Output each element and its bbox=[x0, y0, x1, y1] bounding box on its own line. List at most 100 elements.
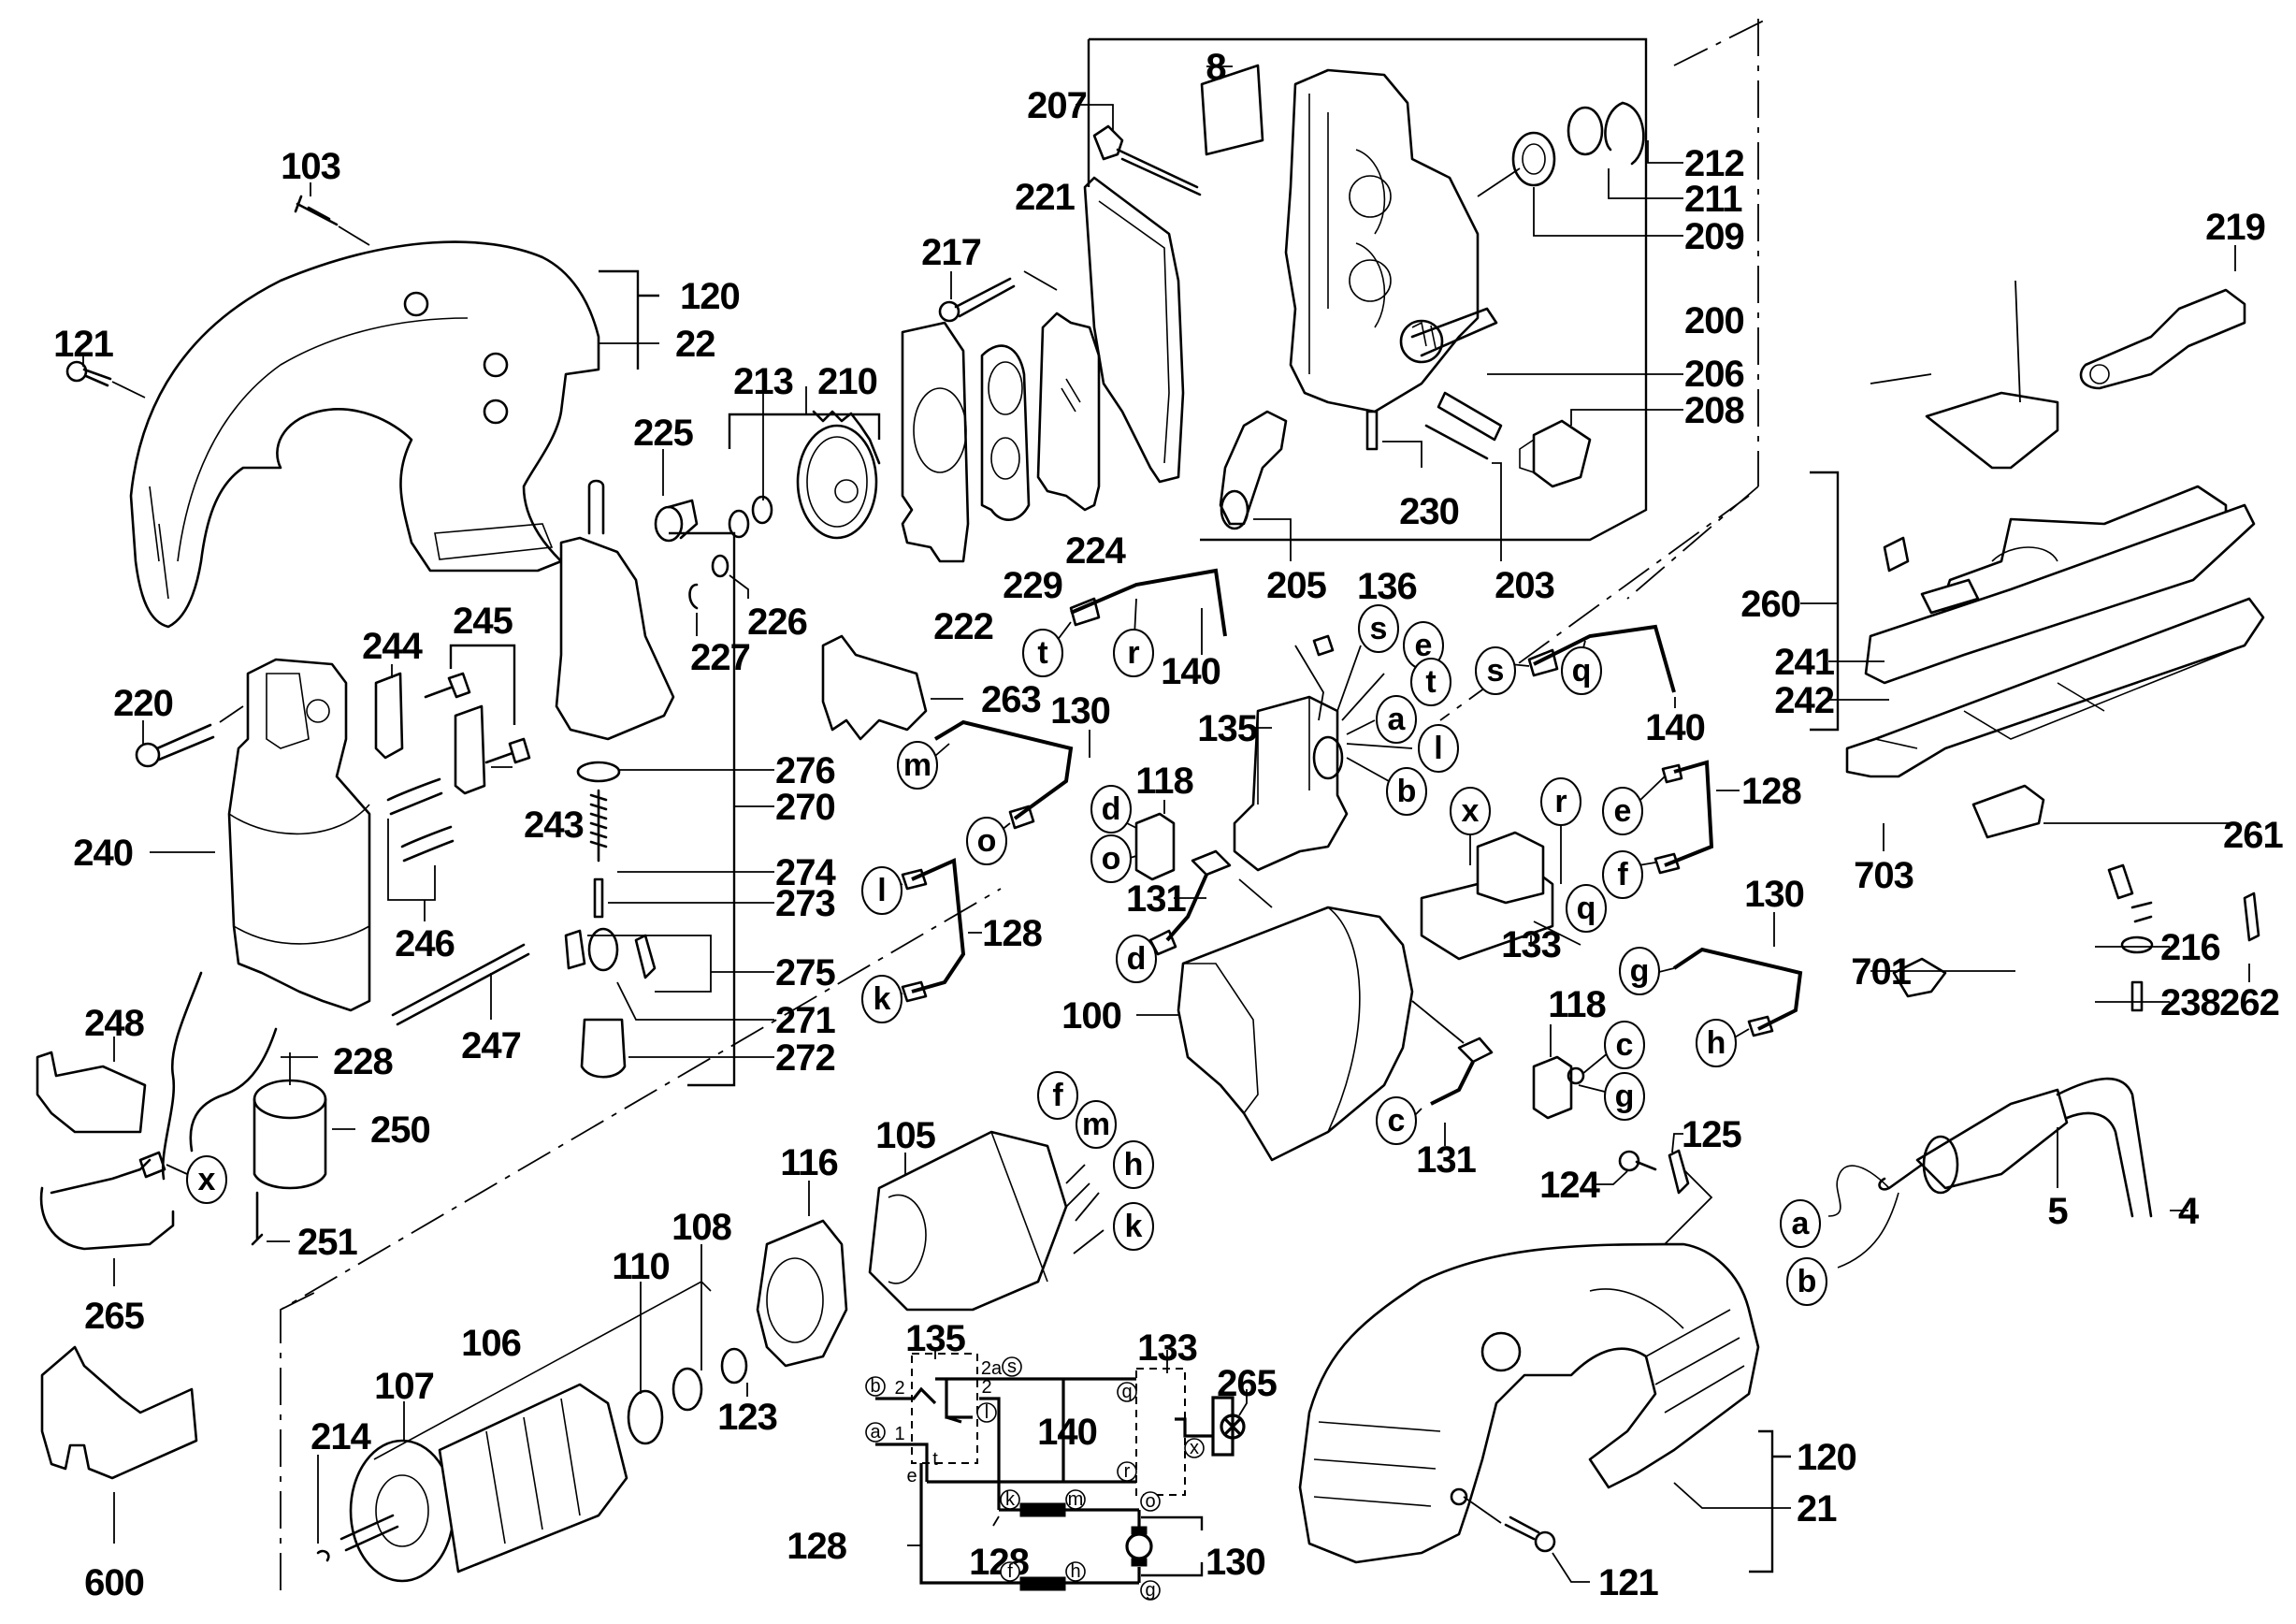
terminal-letter: g bbox=[1145, 1580, 1155, 1601]
callout-part-105: 105 bbox=[875, 1115, 935, 1156]
terminal-circle bbox=[1000, 1561, 1020, 1582]
callout-part-212: 212 bbox=[1684, 143, 1744, 184]
connector-callout-k: k bbox=[861, 975, 903, 1023]
callout-part-205: 205 bbox=[1266, 565, 1326, 606]
terminal-circle bbox=[1117, 1382, 1137, 1402]
connector-callout-t: t bbox=[1022, 629, 1063, 677]
callout-part-244: 244 bbox=[362, 626, 423, 667]
schematic-pin-label: e bbox=[906, 1466, 917, 1486]
connector-circle bbox=[1022, 629, 1063, 677]
callout-part-219: 219 bbox=[2205, 207, 2265, 248]
terminal-circle bbox=[1000, 1489, 1020, 1510]
connector-callout-b: b bbox=[1386, 767, 1427, 816]
connector-callout-x: x bbox=[1450, 787, 1491, 835]
connector-circle bbox=[861, 866, 903, 915]
callout-part-121: 121 bbox=[1598, 1562, 1658, 1603]
callout-part-103: 103 bbox=[281, 146, 340, 187]
callout-part-106: 106 bbox=[461, 1323, 521, 1364]
callout-part-227: 227 bbox=[690, 637, 750, 678]
callout-part-229: 229 bbox=[1003, 565, 1062, 606]
callout-part-120: 120 bbox=[1797, 1437, 1856, 1478]
connector-letter: s bbox=[1370, 611, 1388, 646]
schematic-label-130: 130 bbox=[1206, 1542, 1265, 1583]
callout-part-273: 273 bbox=[775, 883, 835, 924]
connector-callout-d: d bbox=[1090, 785, 1132, 834]
terminal-letter: b bbox=[870, 1376, 880, 1397]
callout-part-250: 250 bbox=[370, 1109, 430, 1151]
connector-circle bbox=[1780, 1199, 1821, 1248]
callout-part-272: 272 bbox=[775, 1037, 835, 1079]
connector-callout-o: o bbox=[1090, 834, 1132, 883]
callout-part-271: 271 bbox=[775, 1000, 835, 1041]
callout-part-136: 136 bbox=[1357, 566, 1417, 607]
screw-121-top-illustration bbox=[65, 355, 146, 399]
schematic-pin-label: 2a bbox=[981, 1358, 1003, 1379]
connector-letter: e bbox=[1415, 628, 1433, 663]
schematic-terminal-m: m bbox=[1065, 1489, 1086, 1510]
lever-219-illustration bbox=[2079, 245, 2246, 390]
gasket-221-illustration bbox=[1083, 176, 1185, 484]
pins-206-208-illustration bbox=[1365, 373, 1683, 561]
connector-circle bbox=[1113, 1202, 1154, 1251]
callout-part-206: 206 bbox=[1684, 354, 1744, 395]
connector-callout-a: a bbox=[1376, 695, 1417, 744]
connector-letter: o bbox=[1102, 841, 1121, 877]
terminal-letter: x bbox=[1190, 1438, 1199, 1458]
callout-part-213: 213 bbox=[733, 361, 793, 402]
connector-letter: e bbox=[1614, 793, 1632, 829]
connector-letter: x bbox=[1462, 793, 1480, 829]
connector-circle bbox=[1450, 787, 1491, 835]
callout-part-100: 100 bbox=[1061, 995, 1121, 1037]
callout-part-200: 200 bbox=[1684, 300, 1744, 341]
parts-248-228-illustration bbox=[36, 971, 318, 1181]
connector-circle bbox=[1602, 850, 1643, 899]
connector-circle bbox=[1113, 1140, 1154, 1189]
connector-letter: t bbox=[1425, 664, 1436, 700]
connector-letter: h bbox=[1124, 1147, 1144, 1182]
callout-part-128: 128 bbox=[1741, 771, 1801, 812]
callout-part-262: 262 bbox=[2219, 982, 2279, 1023]
schematic-terminal-b: b bbox=[865, 1376, 886, 1397]
baffle-116-illustration bbox=[756, 1181, 848, 1368]
armature-107-illustration bbox=[316, 1244, 748, 1583]
connector-circle bbox=[1619, 947, 1660, 995]
connector-callout-q: q bbox=[1566, 884, 1607, 933]
switch-135-illustration bbox=[1233, 634, 1413, 872]
schematic-label-140: 140 bbox=[1037, 1412, 1097, 1453]
schematic-terminal-g: g bbox=[1140, 1580, 1161, 1601]
connector-letter: g bbox=[1630, 953, 1650, 989]
schematic-pin-label: 2 bbox=[981, 1377, 991, 1398]
callout-part-211: 211 bbox=[1684, 179, 1742, 220]
terminal-circle bbox=[1065, 1489, 1086, 1510]
callout-part-240: 240 bbox=[73, 833, 133, 874]
connector-callout-e: e bbox=[1602, 787, 1643, 835]
connector-callout-q: q bbox=[1561, 646, 1602, 695]
callout-part-4: 4 bbox=[2178, 1191, 2200, 1232]
connector-circle bbox=[1786, 1257, 1827, 1306]
connector-circle bbox=[1561, 646, 1602, 695]
connector-circle bbox=[1358, 604, 1399, 653]
connector-letter: s bbox=[1487, 653, 1505, 689]
wire-130-right-illustration bbox=[1654, 912, 1803, 1039]
callout-part-600: 600 bbox=[84, 1562, 144, 1603]
connector-letter: t bbox=[1037, 635, 1047, 671]
connector-callout-s: s bbox=[1475, 646, 1516, 695]
callout-part-247: 247 bbox=[461, 1025, 521, 1066]
callout-part-214: 214 bbox=[310, 1416, 371, 1457]
callout-part-135: 135 bbox=[1197, 708, 1257, 749]
connector-letter: a bbox=[1388, 702, 1407, 737]
connector-letter: a bbox=[1792, 1206, 1811, 1241]
callout-part-276: 276 bbox=[775, 750, 835, 791]
connector-callout-x: x bbox=[186, 1155, 227, 1204]
connector-letter: o bbox=[977, 823, 997, 859]
callout-part-224: 224 bbox=[1065, 530, 1126, 572]
callout-part-226: 226 bbox=[747, 602, 807, 643]
armature-axis-line bbox=[280, 888, 1002, 1590]
connector-letter: r bbox=[1127, 635, 1139, 671]
screw-124-clamp-125-illustration bbox=[1595, 1133, 1713, 1245]
connector-letter: h bbox=[1707, 1025, 1726, 1061]
callout-part-131: 131 bbox=[1126, 878, 1186, 920]
callout-part-265: 265 bbox=[84, 1296, 144, 1337]
schematic-pin-label: 1 bbox=[894, 1424, 904, 1444]
